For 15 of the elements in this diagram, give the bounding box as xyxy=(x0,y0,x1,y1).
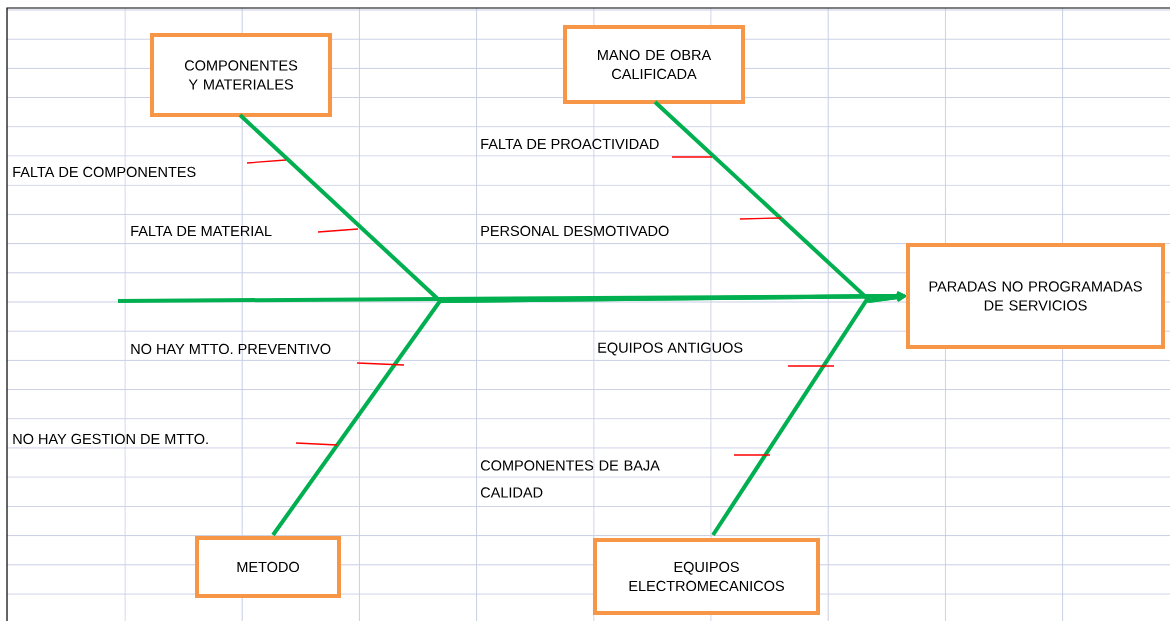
category-box: PARADAS NO PROGRAMADAS DE SERVICIOS xyxy=(906,243,1165,349)
cause-label: FALTA DE MATERIAL xyxy=(131,226,272,236)
cause-label: NO HAY MTTO. PREVENTIVO xyxy=(131,343,331,355)
cause-label: FALTA DE COMPONENTES xyxy=(13,166,196,178)
arrow xyxy=(271,291,906,537)
cause-label: PERSONAL DESMOTIVADO xyxy=(481,225,669,237)
category-box: EQUIPOS ELECTROMECANICOS xyxy=(593,538,820,615)
cause-label: FALTA DE PROACTIVIDAD xyxy=(481,138,659,150)
category-box: METODO xyxy=(195,536,341,598)
cause-label: EQUIPOS ANTIGUOS xyxy=(598,342,743,356)
cause-label: COMPONENTES DE BAJA CALIDAD xyxy=(480,460,660,498)
cause-label: NO HAY GESTION DE MTTO. xyxy=(13,433,208,445)
arrow xyxy=(711,292,906,537)
category-box: COMPONENTES Y MATERIALES xyxy=(150,33,332,117)
category-box: MANO DE OBRA CALIFICADA xyxy=(563,25,745,104)
